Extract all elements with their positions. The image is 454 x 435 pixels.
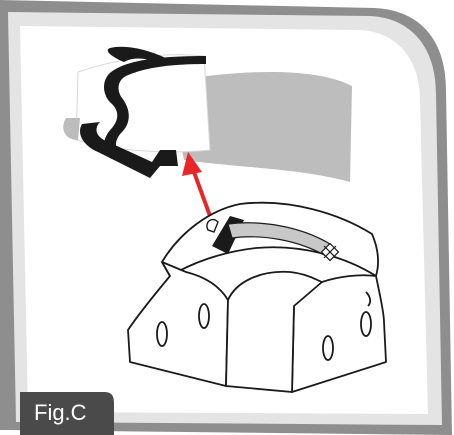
clip-prong-lower <box>79 122 178 178</box>
clip-prong-upper <box>104 56 206 172</box>
insert-direction-arrow <box>182 152 212 217</box>
band-left-face <box>127 261 229 387</box>
band-illustration <box>127 201 387 393</box>
clip-closeup-illustration <box>63 46 352 182</box>
figure-label-badge: Fig.C <box>20 392 114 435</box>
tape-clip-marker <box>320 242 340 262</box>
elastic-tape <box>168 71 352 182</box>
figure-label: Fig.C <box>34 400 87 425</box>
clip-hook <box>107 46 170 66</box>
band-inner-opening <box>225 270 323 393</box>
